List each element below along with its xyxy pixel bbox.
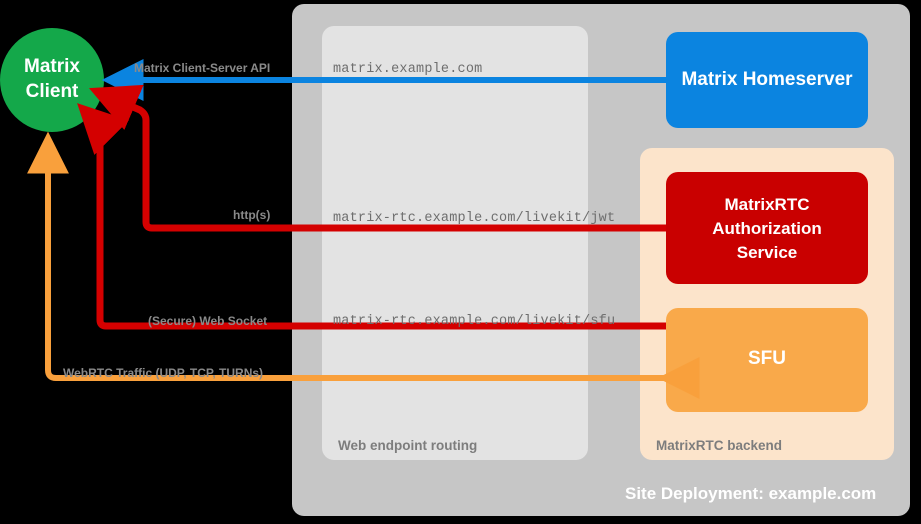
outer-panel-caption-site-deployment: Site Deployment: example.com [625, 484, 877, 503]
endpoint-livekit-sfu: matrix-rtc.example.com/livekit/sfu [333, 314, 616, 329]
endpoint-livekit-jwt: matrix-rtc.example.com/livekit/jwt [333, 211, 616, 226]
edge-webrtc-traffic [26, 131, 700, 399]
node-label-matrix-client: Matrix Client [24, 56, 80, 102]
endpoint-matrix-example-com: matrix.example.com [333, 62, 483, 77]
node-matrixrtc-authorization-service [666, 172, 868, 284]
node-matrix-homeserver [666, 32, 868, 128]
edge-label-secure-web-socket: (Secure) Web Socket [148, 314, 268, 328]
node-label-sfu: SFU [748, 348, 786, 369]
node-sfu [666, 308, 868, 412]
edge-label-webrtc-traffic: WebRTC Traffic (UDP, TCP, TURNs) [63, 366, 264, 380]
node-label-matrix-homeserver: Matrix Homeserver [681, 69, 853, 90]
edge-label-https: http(s) [233, 208, 271, 222]
node-label-matrixrtc-authorization-service: MatrixRTC Authorization Service [712, 195, 822, 262]
panel-caption-web-endpoint-routing: Web endpoint routing [338, 438, 478, 453]
panel-caption-matrixrtc-backend: MatrixRTC backend [656, 438, 783, 453]
panel-web-endpoint-routing [322, 26, 588, 460]
edge-label-matrix-client-server-api: Matrix Client-Server API [134, 61, 271, 75]
